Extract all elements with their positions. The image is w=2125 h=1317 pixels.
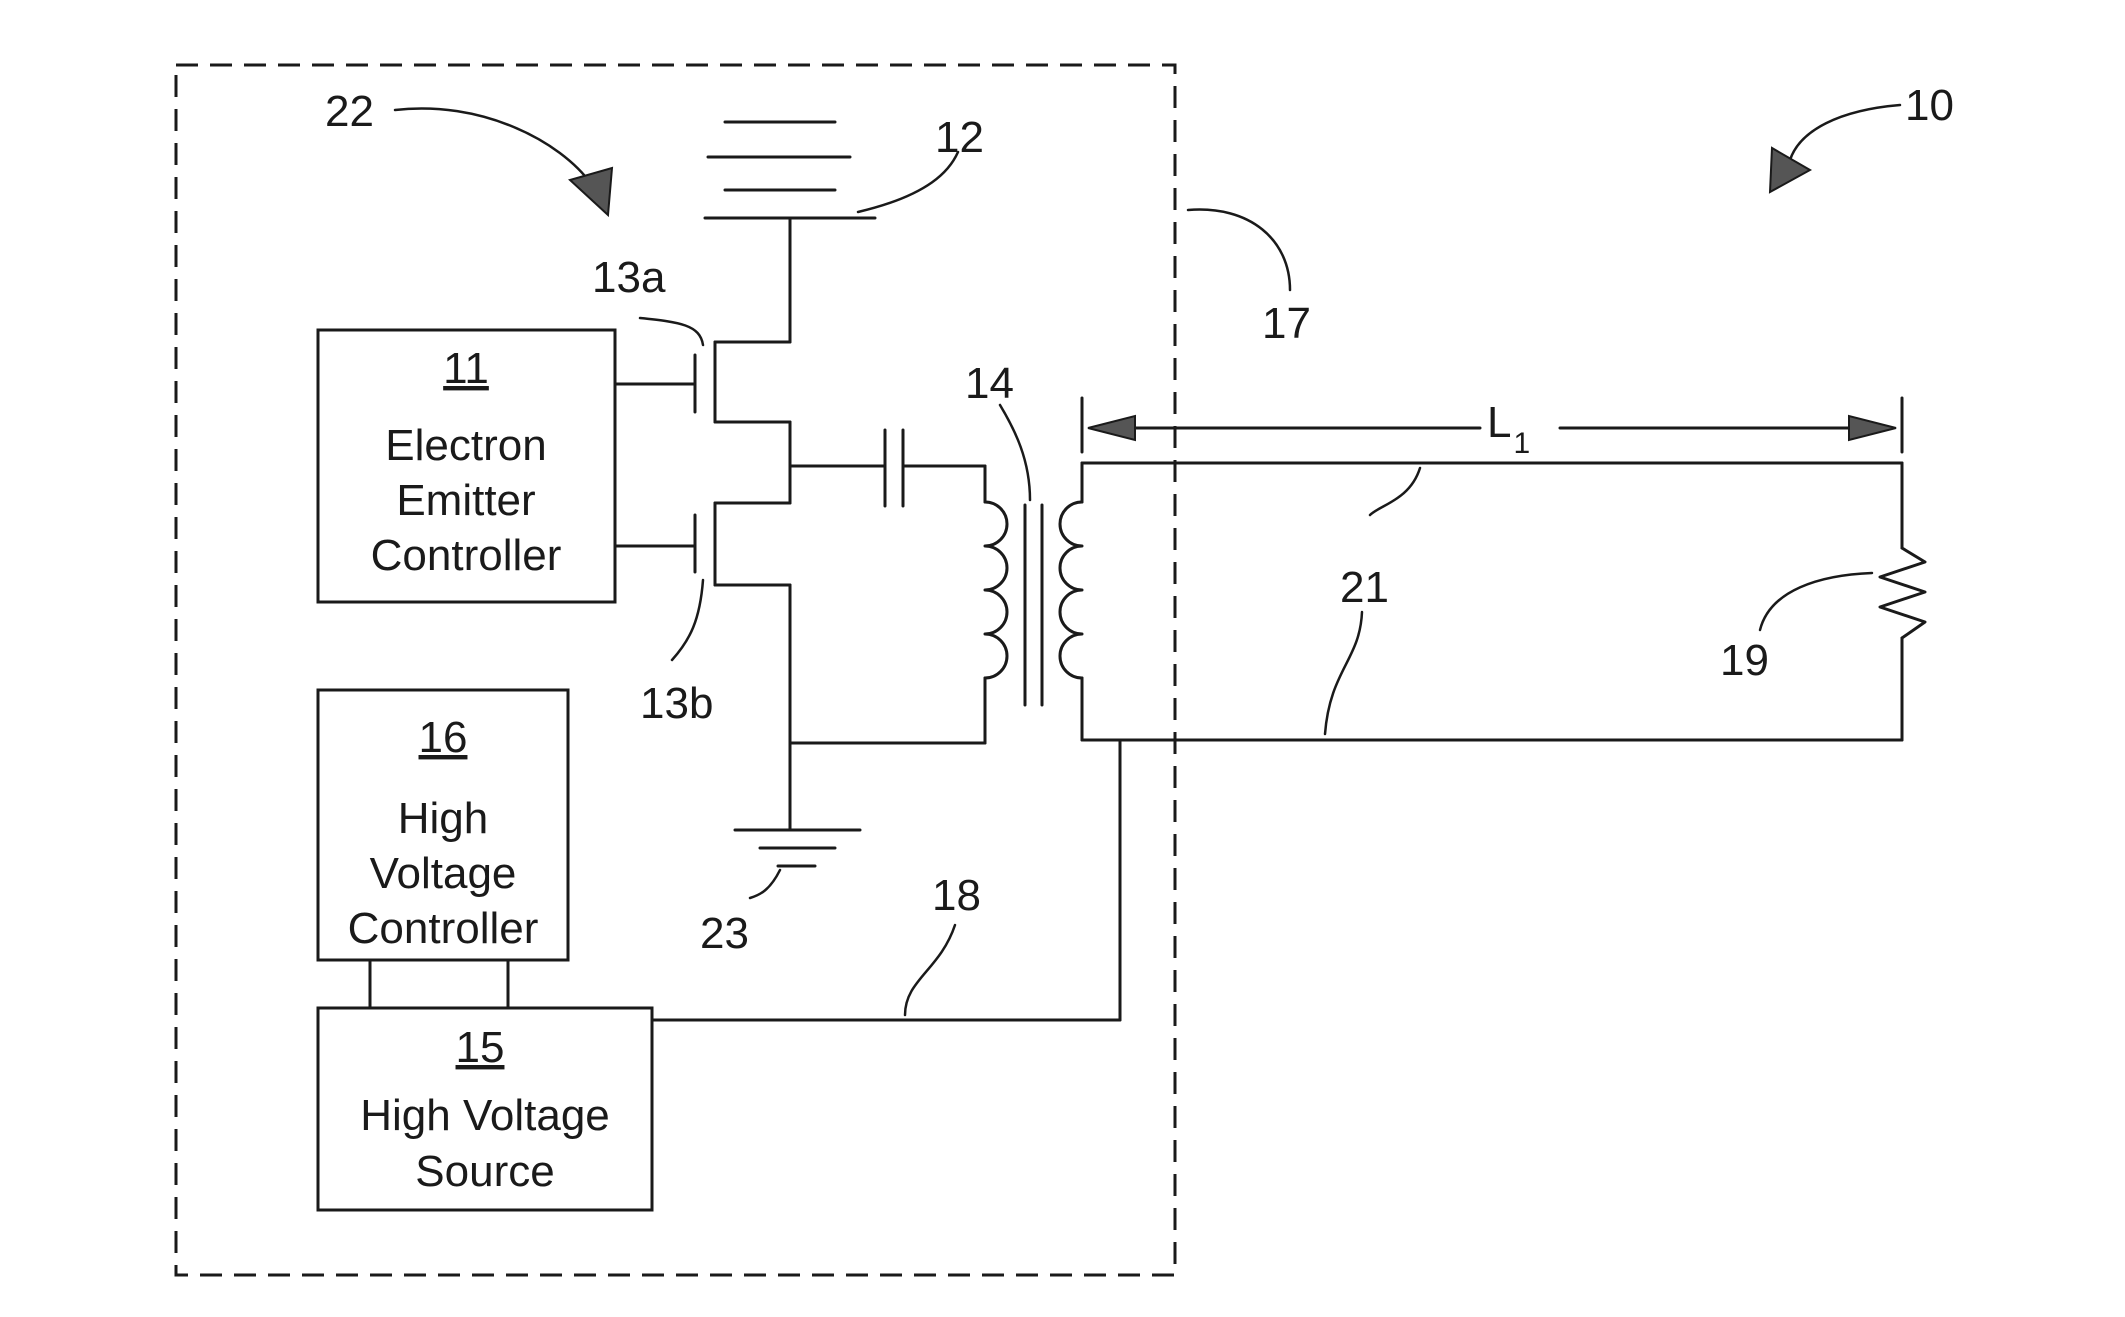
transformer-leader: [1000, 405, 1030, 500]
label-enclosure: 17: [1262, 299, 1311, 348]
electron-emitter-controller-line2: Emitter: [396, 476, 535, 525]
ground-leader: [750, 870, 780, 898]
transistor-13b-symbol: [615, 515, 695, 572]
electron-emitter-controller-box: 11 Electron Emitter Controller: [318, 330, 615, 602]
label-hv-line: 18: [932, 871, 981, 920]
high-voltage-source-box: 15 High Voltage Source: [318, 1008, 652, 1210]
driver-circuit-callout: [395, 108, 612, 215]
label-transistor-a: 13a: [592, 253, 666, 302]
label-length: L1: [1487, 398, 1530, 460]
half-bridge-wiring: [715, 218, 885, 830]
transistor-13a-leader: [640, 318, 703, 345]
ground-symbol: [735, 830, 860, 866]
load-resistor-symbol: [1880, 548, 1925, 638]
high-voltage-controller-line1: High: [398, 794, 489, 843]
enclosure-leader: [1188, 210, 1290, 290]
transmission-line-leader-lower: [1325, 612, 1362, 734]
high-voltage-source-line2: Source: [415, 1147, 554, 1196]
transformer-core: [1025, 505, 1042, 705]
high-voltage-controller-line2: Voltage: [370, 849, 517, 898]
high-voltage-controller-line3: Controller: [348, 904, 539, 953]
electron-emitter-controller-line1: Electron: [385, 421, 546, 470]
label-ground: 23: [700, 909, 749, 958]
power-supply-symbol: [705, 122, 875, 218]
high-voltage-line: [652, 740, 1120, 1020]
high-voltage-controller-number: 16: [419, 713, 468, 762]
electron-emitter-controller-line3: Controller: [371, 531, 562, 580]
label-transformer: 14: [965, 359, 1014, 408]
controller-source-connectors: [370, 960, 508, 1008]
label-power-supply: 12: [935, 113, 984, 162]
label-system: 10: [1905, 81, 1954, 130]
high-voltage-controller-box: 16 High Voltage Controller: [318, 690, 568, 960]
high-voltage-source-line1: High Voltage: [360, 1091, 610, 1140]
label-transistor-b: 13b: [640, 679, 713, 728]
electron-emitter-controller-number: 11: [443, 344, 489, 393]
transistor-13a-symbol: [615, 355, 695, 412]
capacitor-symbol: [885, 430, 985, 506]
label-load: 19: [1720, 636, 1769, 685]
system-callout: [1770, 105, 1900, 192]
high-voltage-source-number: 15: [456, 1023, 505, 1072]
load-leader: [1760, 573, 1872, 630]
high-voltage-line-leader: [905, 925, 955, 1015]
label-driver-circuit: 22: [325, 87, 374, 136]
transformer-secondary-winding: [1060, 463, 1082, 740]
transformer-primary-winding: [790, 466, 1007, 743]
label-transmission-line: 21: [1340, 563, 1389, 612]
transmission-line-leader: [1370, 468, 1420, 515]
transistor-13b-leader: [672, 580, 703, 660]
